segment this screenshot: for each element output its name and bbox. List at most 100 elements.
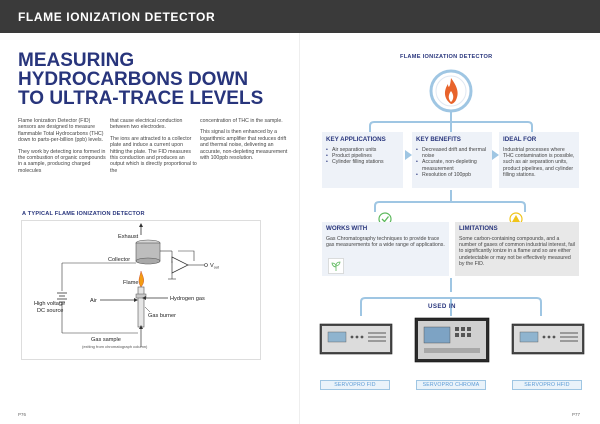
flame-shape <box>138 270 144 288</box>
list-item: Resolution of 100ppb <box>416 172 488 178</box>
chroma-screen <box>423 326 451 344</box>
title-line-3: TO ULTRA-TRACE LEVELS <box>18 88 264 109</box>
label-hv-2: DC source <box>37 308 63 314</box>
works-with-title: WORKS WITH <box>326 225 368 232</box>
hfid-vent <box>560 332 578 334</box>
body-paragraph: Flame Ionization Detector (FID) sensors … <box>18 118 104 144</box>
body-column-2: that cause electrical conduction between… <box>110 118 198 179</box>
body-paragraph: They work by detecting ions formed in th… <box>18 148 106 174</box>
arrow-benefits-ideal <box>492 150 499 160</box>
used-in-heading: USED IN <box>428 303 456 310</box>
hfid-button <box>547 335 551 339</box>
label-vout: Vout <box>210 263 219 270</box>
body-column-1: Flame Ionization Detector (FID) sensors … <box>18 118 106 179</box>
exhaust-arrowhead <box>139 223 143 227</box>
feedback-wire <box>178 250 195 261</box>
label-gas-sample: Gas sample <box>91 337 121 343</box>
list-item: Cylinder filling stations <box>326 159 399 165</box>
diagram-heading: A TYPICAL FLAME IONIZATION DETECTOR <box>22 211 145 217</box>
burner-tube <box>137 286 145 328</box>
sprout-shape <box>331 261 341 271</box>
key-applications-title: KEY APPLICATIONS <box>326 136 386 143</box>
hfid-screen <box>519 331 539 343</box>
burner-leader <box>144 306 151 313</box>
check-mark <box>381 216 390 223</box>
label-flame: Flame <box>123 280 139 286</box>
fid-schematic: Exhaust Collector Vout Flame Air Hydroge… <box>34 223 219 349</box>
hfid-button <box>542 335 546 339</box>
key-benefits-card: KEY BENEFITS Decreased drift and thermal… <box>412 132 492 188</box>
label-collector: Collector <box>108 257 130 263</box>
works-with-card: WORKS WITH Gas Chromatography techniques… <box>322 222 449 276</box>
limitations-text: Some carbon-containing compounds, and a … <box>459 236 575 267</box>
key-benefits-list: Decreased drift and thermal noise Accura… <box>416 147 488 178</box>
collector-bottom <box>135 257 161 265</box>
hfid-button <box>552 335 556 339</box>
list-item: Accurate, non-depleting measurement <box>416 159 488 171</box>
fid-button <box>360 335 364 339</box>
fid-vent <box>368 332 386 334</box>
chroma-strip <box>424 348 480 353</box>
vout-sub: out <box>214 266 219 270</box>
ideal-for-text: Industrial processes where THC contamina… <box>503 147 575 178</box>
vout-main: V <box>210 263 214 269</box>
label-gas-sample-note: (exiting from chromatograph column) <box>82 344 148 349</box>
body-column-3: concentration of THC in the sample. This… <box>200 118 288 166</box>
chroma-key <box>461 327 465 331</box>
works-with-text: Gas Chromatography techniques to provide… <box>326 236 445 249</box>
air-arrowhead <box>134 298 138 302</box>
product-label-hfid: SERVOPRO HFID <box>512 380 582 390</box>
title-line-2: HYDROCARBONS DOWN <box>18 69 249 90</box>
product-chroma-image <box>414 317 490 363</box>
key-applications-list: Air separation units Product pipelines C… <box>326 147 399 166</box>
hydrogen-arrowhead <box>142 296 146 300</box>
flow-connectors <box>319 69 585 363</box>
label-hydrogen: Hydrogen gas <box>170 296 205 302</box>
body-paragraph: This signal is then enhanced by a logari… <box>200 129 288 162</box>
output-terminal <box>204 263 208 267</box>
label-gas-burner: Gas burner <box>148 313 176 319</box>
product-hfid-image <box>511 323 585 355</box>
limitations-title: LIMITATIONS <box>459 225 498 232</box>
list-item: Product pipelines <box>326 153 399 159</box>
ideal-for-title: IDEAL FOR <box>503 136 537 143</box>
key-applications-card: KEY APPLICATIONS Air separation units Pr… <box>322 132 403 188</box>
limitations-card: LIMITATIONS Some carbon-containing compo… <box>455 222 579 276</box>
fid-heading: FLAME IONIZATION DETECTOR <box>400 54 493 60</box>
flame-icon <box>444 78 458 104</box>
sprout-icon <box>328 258 344 274</box>
chroma-key <box>467 327 471 331</box>
label-air: Air <box>90 298 97 304</box>
chroma-key <box>467 333 471 337</box>
label-hv-1: High voltage <box>34 301 65 307</box>
page-number-left: P76 <box>18 412 27 417</box>
warning-triangle <box>512 215 520 222</box>
fid-diagram-box: Exhaust Collector Vout Flame Air Hydroge… <box>21 220 261 360</box>
ideal-for-card: IDEAL FOR Industrial processes where THC… <box>499 132 579 188</box>
chroma-key <box>461 333 465 337</box>
fid-vent <box>368 340 386 342</box>
product-fid-image <box>319 323 393 355</box>
fid-vent <box>368 336 386 338</box>
key-benefits-title: KEY BENEFITS <box>416 136 461 143</box>
amplifier-symbol <box>171 256 189 274</box>
product-label-fid: SERVOPRO FID <box>320 380 390 390</box>
hfid-vent <box>560 336 578 338</box>
header-bar: FLAME IONIZATION DETECTOR <box>0 0 600 33</box>
chroma-key <box>455 333 459 337</box>
body-paragraph: that cause electrical conduction between… <box>110 118 183 131</box>
page-number-right: P77 <box>572 412 581 417</box>
fid-button <box>350 335 354 339</box>
header-title: FLAME IONIZATION DETECTOR <box>18 10 216 24</box>
fid-button <box>355 335 359 339</box>
list-item: Decreased drift and thermal noise <box>416 147 488 159</box>
chroma-key <box>455 327 459 331</box>
connector-lower-branch <box>374 201 526 212</box>
label-exhaust: Exhaust <box>118 234 139 240</box>
product-label-chroma: SERVOPRO Chroma <box>416 380 486 390</box>
list-item: Air separation units <box>326 147 399 153</box>
title-line-1: MEASURING <box>18 50 135 71</box>
body-paragraph: The ions are attracted to a collector pl… <box>110 135 197 174</box>
page-title: MEASURING HYDROCARBONS DOWN TO ULTRA-TRA… <box>18 51 288 108</box>
sample-arrowhead <box>139 325 143 329</box>
